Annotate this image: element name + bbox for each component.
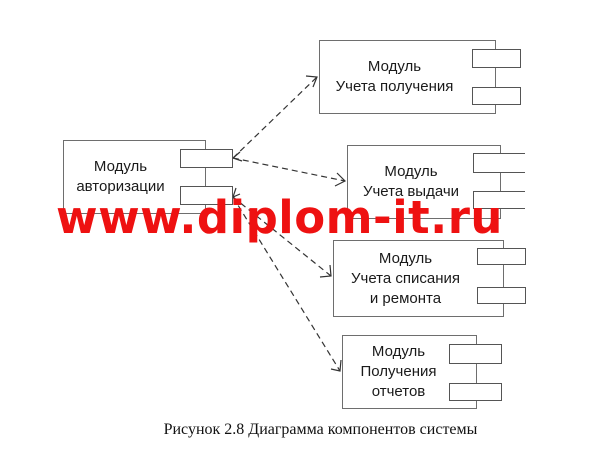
dependency-auth-reports <box>232 196 341 372</box>
port-writeoff-upper <box>477 248 526 265</box>
label-line: Получения <box>360 363 437 380</box>
port-receive-lower <box>472 87 521 105</box>
label-line: Модуль <box>367 58 422 75</box>
label-line: Учета выдачи <box>362 183 460 200</box>
port-issue-upper <box>473 153 525 173</box>
component-reports-label: Модуль Получения отчетов <box>343 336 454 408</box>
label-line: Учета получения <box>335 78 454 95</box>
component-receive: Модуль Учета получения <box>319 40 496 114</box>
port-issue-lower <box>473 191 525 209</box>
arrowhead-receive-icon <box>305 75 318 88</box>
component-receive-label: Модуль Учета получения <box>320 41 469 113</box>
port-receive-upper <box>472 49 521 68</box>
port-auth-upper <box>180 149 233 168</box>
label-line: Модуль <box>384 163 438 180</box>
arrowhead-issue-icon <box>334 172 347 187</box>
arrowhead-auth-lower-icon <box>232 187 241 199</box>
label-line: Модуль <box>93 158 148 175</box>
label-line: Модуль <box>378 249 433 267</box>
component-auth-label: Модуль авторизации <box>64 141 177 213</box>
port-auth-lower <box>180 186 233 205</box>
port-writeoff-lower <box>477 287 526 304</box>
component-writeoff: Модуль Учета списания и ремонта <box>333 240 504 317</box>
component-writeoff-label: Модуль Учета списания и ремонта <box>334 241 477 316</box>
label-line: отчетов <box>371 383 426 400</box>
dependency-auth-receive <box>232 76 318 159</box>
watermark: www.diplom-it.ru <box>56 191 503 244</box>
label-line: авторизации <box>76 178 165 195</box>
label-line: Модуль <box>371 343 426 360</box>
port-reports-lower <box>449 383 502 401</box>
label-line: и ремонта <box>369 289 442 307</box>
port-reports-upper <box>449 344 502 364</box>
arrowhead-auth-upper-icon <box>231 151 243 162</box>
figure-caption: Рисунок 2.8 Диаграмма компонентов систем… <box>163 421 478 438</box>
component-issue-label: Модуль Учета выдачи <box>348 146 474 218</box>
dependency-auth-writeoff <box>232 196 332 277</box>
label-line: Учета списания <box>350 269 461 287</box>
arrowhead-reports-icon <box>330 359 342 372</box>
dependency-auth-issue <box>232 157 346 182</box>
arrowhead-writeoff-icon <box>319 264 332 278</box>
